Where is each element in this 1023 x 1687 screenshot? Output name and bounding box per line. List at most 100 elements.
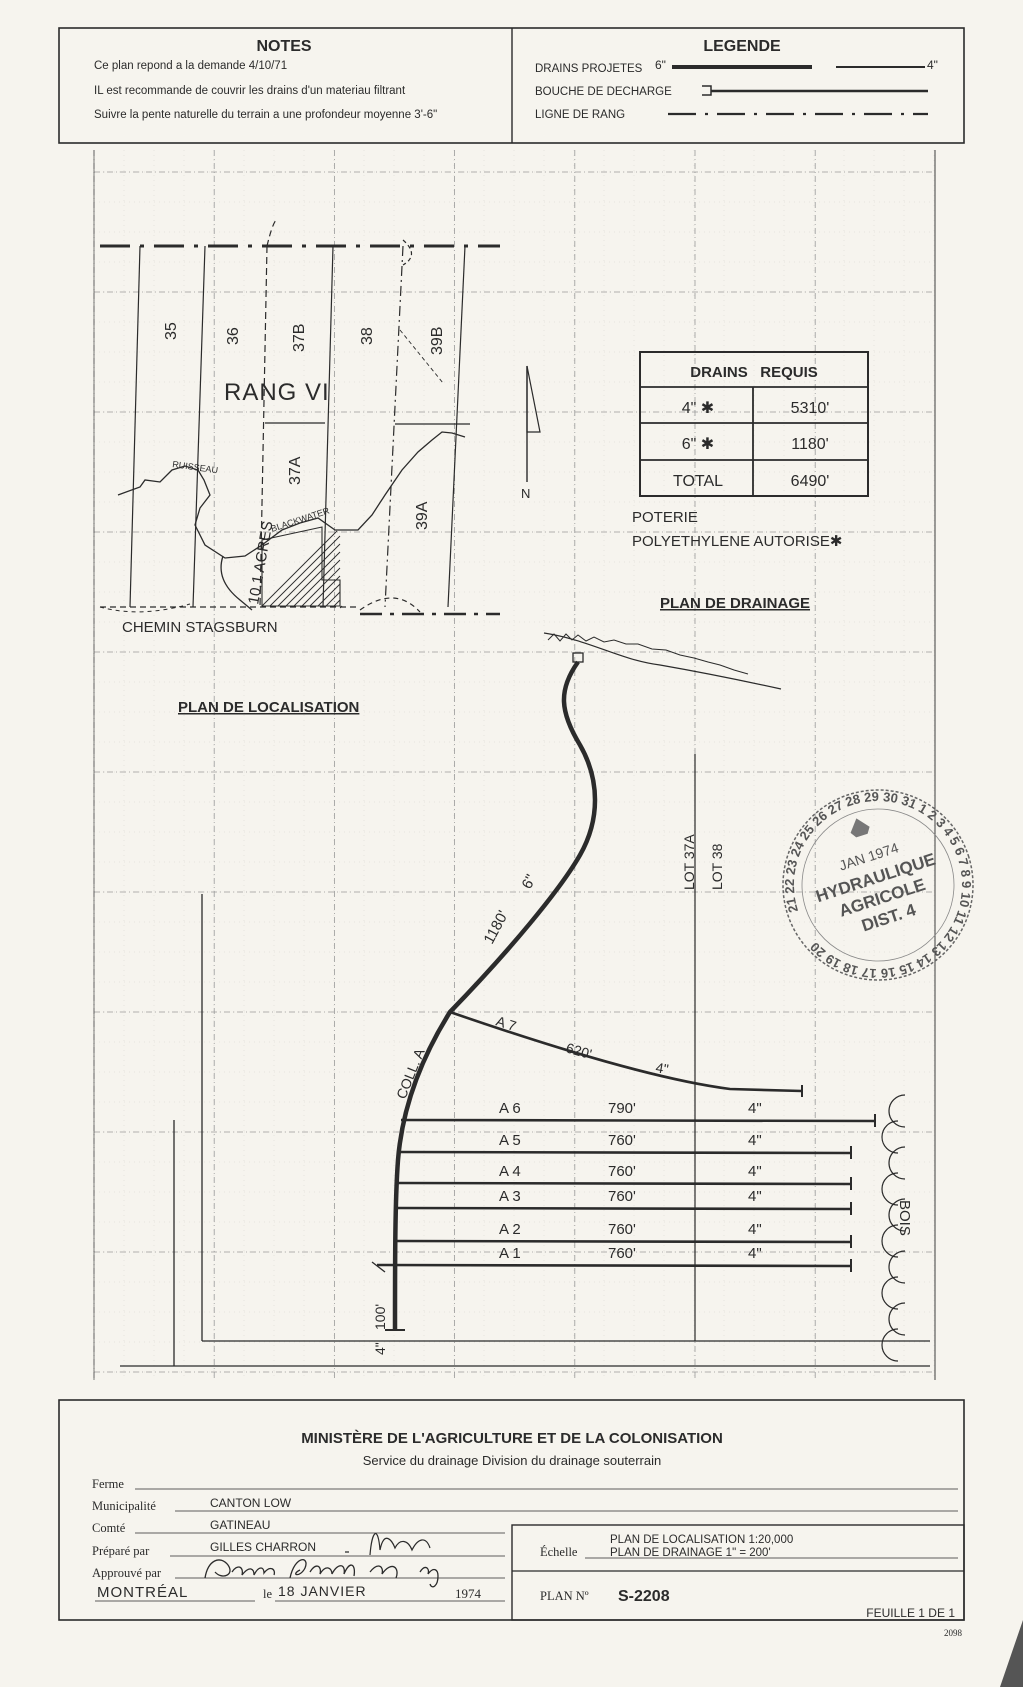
le-label: le bbox=[263, 1587, 272, 1601]
lot-label: 37B bbox=[291, 324, 308, 352]
outlet-leader bbox=[371, 1261, 386, 1273]
lot-label: 35 bbox=[163, 322, 180, 340]
material-note: POTERIE bbox=[632, 509, 698, 526]
hatch-line bbox=[261, 530, 338, 607]
collector-size: 6" bbox=[519, 872, 540, 892]
table-cell-length: 6490' bbox=[791, 473, 830, 490]
creek-label: RUISSEAU bbox=[172, 459, 219, 475]
hatch-line bbox=[325, 591, 341, 607]
prepare-value: GILLES CHARRON bbox=[210, 1540, 316, 1554]
received-stamp: 21 22 23 24 25 26 27 28 29 30 31 1 2 3 4… bbox=[757, 764, 999, 1006]
notes-title: NOTES bbox=[256, 38, 311, 55]
collector-length: 1180' bbox=[481, 908, 513, 947]
lateral-name: A 3 bbox=[499, 1188, 521, 1205]
lateral-line bbox=[397, 1150, 852, 1155]
tree-arc bbox=[888, 1146, 906, 1180]
sheet-code: 2098 bbox=[944, 1628, 963, 1638]
legend-drains-label: DRAINS PROJETES bbox=[535, 63, 643, 75]
location-plan-title: PLAN DE LOCALISATION bbox=[178, 699, 359, 716]
outlet-length: 100' bbox=[372, 1304, 388, 1330]
hatch-line bbox=[309, 575, 341, 607]
material-note: POLYETHYLENE AUTORISE✱ bbox=[632, 533, 842, 550]
lateral-line bbox=[395, 1206, 852, 1211]
creek-branch bbox=[220, 555, 253, 611]
lateral-size: 4" bbox=[748, 1221, 762, 1238]
hatch-line bbox=[269, 535, 341, 607]
prepare-label: Préparé par bbox=[92, 1544, 150, 1558]
municipalite-value: CANTON LOW bbox=[210, 1496, 292, 1510]
tree-arc bbox=[888, 1198, 906, 1232]
lateral-name: A 7 bbox=[494, 1013, 518, 1035]
lateral-a7-line bbox=[449, 1010, 803, 1093]
echelle-drainage: PLAN DE DRAINAGE 1" = 200' bbox=[610, 1547, 771, 1559]
plan-no-label: PLAN Nº bbox=[540, 1589, 589, 1603]
woods-symbol-icon bbox=[881, 1094, 906, 1362]
echelle-localisation: PLAN DE LOCALISATION 1:20,000 bbox=[610, 1534, 793, 1546]
lateral-size: 4" bbox=[748, 1245, 762, 1262]
legend-size-6: 6" bbox=[655, 58, 666, 72]
tree-arc bbox=[888, 1302, 906, 1336]
legend-rang-label: LIGNE DE RANG bbox=[535, 109, 625, 121]
collector-a-line bbox=[392, 660, 598, 1331]
service-subtitle: Service du drainage Division du drainage… bbox=[363, 1453, 661, 1468]
hatch-line bbox=[301, 567, 341, 607]
hatch-line bbox=[285, 551, 341, 607]
hatch-lines bbox=[261, 530, 343, 609]
ferme-label: Ferme bbox=[92, 1477, 124, 1491]
lot-label: 38 bbox=[359, 327, 376, 345]
lot-label: 39A bbox=[414, 501, 431, 530]
location-plan: 35 36 37B 38 39B 37A 39A RANG VI RUISSEA… bbox=[99, 219, 500, 716]
road-label: CHEMIN STAGSBURN bbox=[122, 619, 278, 636]
lateral-size: 4" bbox=[748, 1163, 762, 1180]
lot-label: 39B bbox=[429, 327, 446, 355]
note-line: Suivre la pente naturelle du terrain a u… bbox=[94, 109, 437, 121]
note-line: IL est recommande de couvrir les drains … bbox=[94, 85, 406, 97]
lateral-length: 760' bbox=[608, 1188, 636, 1205]
table-cell-size: TOTAL bbox=[673, 473, 723, 490]
lateral-line bbox=[400, 1118, 876, 1123]
table-cell-size: 6" ✱ bbox=[682, 436, 714, 453]
approuve-label: Approuvé par bbox=[92, 1566, 162, 1580]
north-label: N bbox=[521, 486, 530, 501]
year-value: 1974 bbox=[455, 1586, 482, 1601]
lateral-length: 760' bbox=[608, 1221, 636, 1238]
woods-label: BOIS bbox=[896, 1200, 913, 1236]
tree-arc bbox=[881, 1276, 899, 1310]
plan-number: S-2208 bbox=[618, 1588, 670, 1605]
hatch-line bbox=[339, 605, 343, 609]
municipalite-label: Municipalité bbox=[92, 1499, 156, 1513]
north-arrow-icon bbox=[526, 365, 541, 433]
creek-line bbox=[117, 431, 466, 559]
rang-label: RANG VI bbox=[224, 379, 330, 406]
plan-info-box bbox=[511, 1524, 965, 1621]
note-line: Ce plan repond a la demande 4/10/71 bbox=[94, 60, 287, 72]
outlet-symbol-icon bbox=[702, 85, 712, 96]
tree-arc bbox=[881, 1328, 899, 1362]
lot-label: 36 bbox=[225, 327, 242, 345]
stream-bank bbox=[543, 632, 782, 690]
tree-arc bbox=[888, 1250, 906, 1284]
stream-bank bbox=[547, 633, 749, 675]
lateral-name: A 4 bbox=[499, 1163, 521, 1180]
lateral-line bbox=[396, 1181, 852, 1186]
legend-bouche-label: BOUCHE DE DECHARGE bbox=[535, 86, 672, 98]
tree-arc bbox=[881, 1172, 899, 1206]
title-block: MINISTÈRE DE L'AGRICULTURE ET DE LA COLO… bbox=[58, 1399, 965, 1638]
lateral-size: 4" bbox=[654, 1059, 669, 1077]
sheet-count: FEUILLE 1 DE 1 bbox=[866, 1606, 955, 1620]
lot-lines bbox=[129, 219, 470, 608]
lateral-line bbox=[394, 1239, 852, 1244]
tree-arc bbox=[881, 1120, 899, 1154]
lateral-size: 4" bbox=[748, 1132, 762, 1149]
lateral-name: A 2 bbox=[499, 1221, 521, 1238]
table-cell-length: 5310' bbox=[791, 400, 830, 417]
table-cell-length: 1180' bbox=[791, 436, 828, 453]
lateral-size: 4" bbox=[748, 1188, 762, 1205]
comte-label: Comté bbox=[92, 1521, 126, 1535]
lateral-name: A 6 bbox=[499, 1100, 521, 1117]
tree-arc bbox=[888, 1094, 906, 1128]
echelle-label: Échelle bbox=[540, 1545, 578, 1559]
hatch-line bbox=[293, 559, 341, 607]
